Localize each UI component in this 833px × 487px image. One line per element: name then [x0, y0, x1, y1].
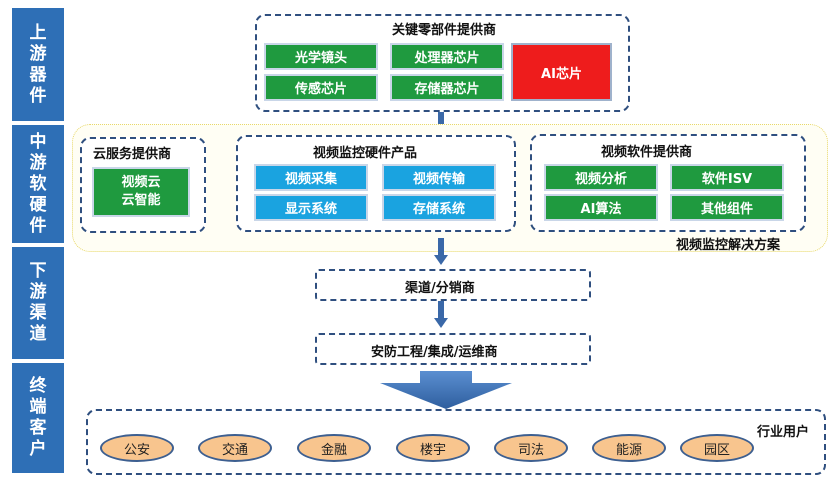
arrow-down-3	[438, 301, 444, 319]
industry-finance: 金融	[297, 434, 371, 462]
industry-public-security: 公安	[100, 434, 174, 462]
integrator-label: 安防工程/集成/运维商	[371, 345, 498, 360]
cloud-title: 云服务提供商	[93, 147, 172, 162]
hardware-title: 视频监控硬件产品	[313, 146, 418, 161]
chip-video-analysis: 视频分析	[544, 164, 658, 191]
chip-software-isv: 软件ISV	[670, 164, 784, 191]
chip-ai: AI芯片	[511, 43, 612, 101]
stage-upstream: 上游器件	[12, 8, 64, 121]
stage-midstream: 中游软硬件	[12, 125, 64, 243]
chip-display-system: 显示系统	[254, 194, 368, 221]
chip-ai-algorithm: AI算法	[544, 194, 658, 221]
chip-video-capture: 视频采集	[254, 164, 368, 191]
upstream-title: 关键零部件提供商	[392, 23, 497, 38]
chip-video-transfer: 视频传输	[382, 164, 496, 191]
software-title: 视频软件提供商	[601, 145, 693, 160]
chip-video-cloud: 视频云 云智能	[92, 167, 190, 217]
stage-downstream: 下游渠道	[12, 247, 64, 359]
big-down-arrow	[380, 371, 512, 409]
industry-judiciary: 司法	[494, 434, 568, 462]
industry-park: 园区	[680, 434, 754, 462]
arrow-head-2	[434, 255, 448, 265]
chip-sensor: 传感芯片	[264, 74, 378, 101]
arrow-down-2	[438, 238, 444, 256]
solution-label: 视频监控解决方案	[676, 238, 781, 253]
integrator-box	[315, 333, 591, 365]
channel-label: 渠道/分销商	[405, 281, 475, 296]
industry-label: 行业用户	[757, 425, 810, 440]
chip-processor: 处理器芯片	[390, 43, 504, 70]
chip-storage-system: 存储系统	[382, 194, 496, 221]
industry-building: 楼宇	[396, 434, 470, 462]
chip-optical-lens: 光学镜头	[264, 43, 378, 70]
stage-customer: 终端客户	[12, 363, 64, 473]
arrow-head-3	[434, 318, 448, 328]
chip-storage-chip: 存储器芯片	[390, 74, 504, 101]
industry-transport: 交通	[198, 434, 272, 462]
industry-energy: 能源	[592, 434, 666, 462]
arrow-down-1	[438, 112, 444, 126]
chip-other-components: 其他组件	[670, 194, 784, 221]
channel-box	[315, 269, 591, 301]
